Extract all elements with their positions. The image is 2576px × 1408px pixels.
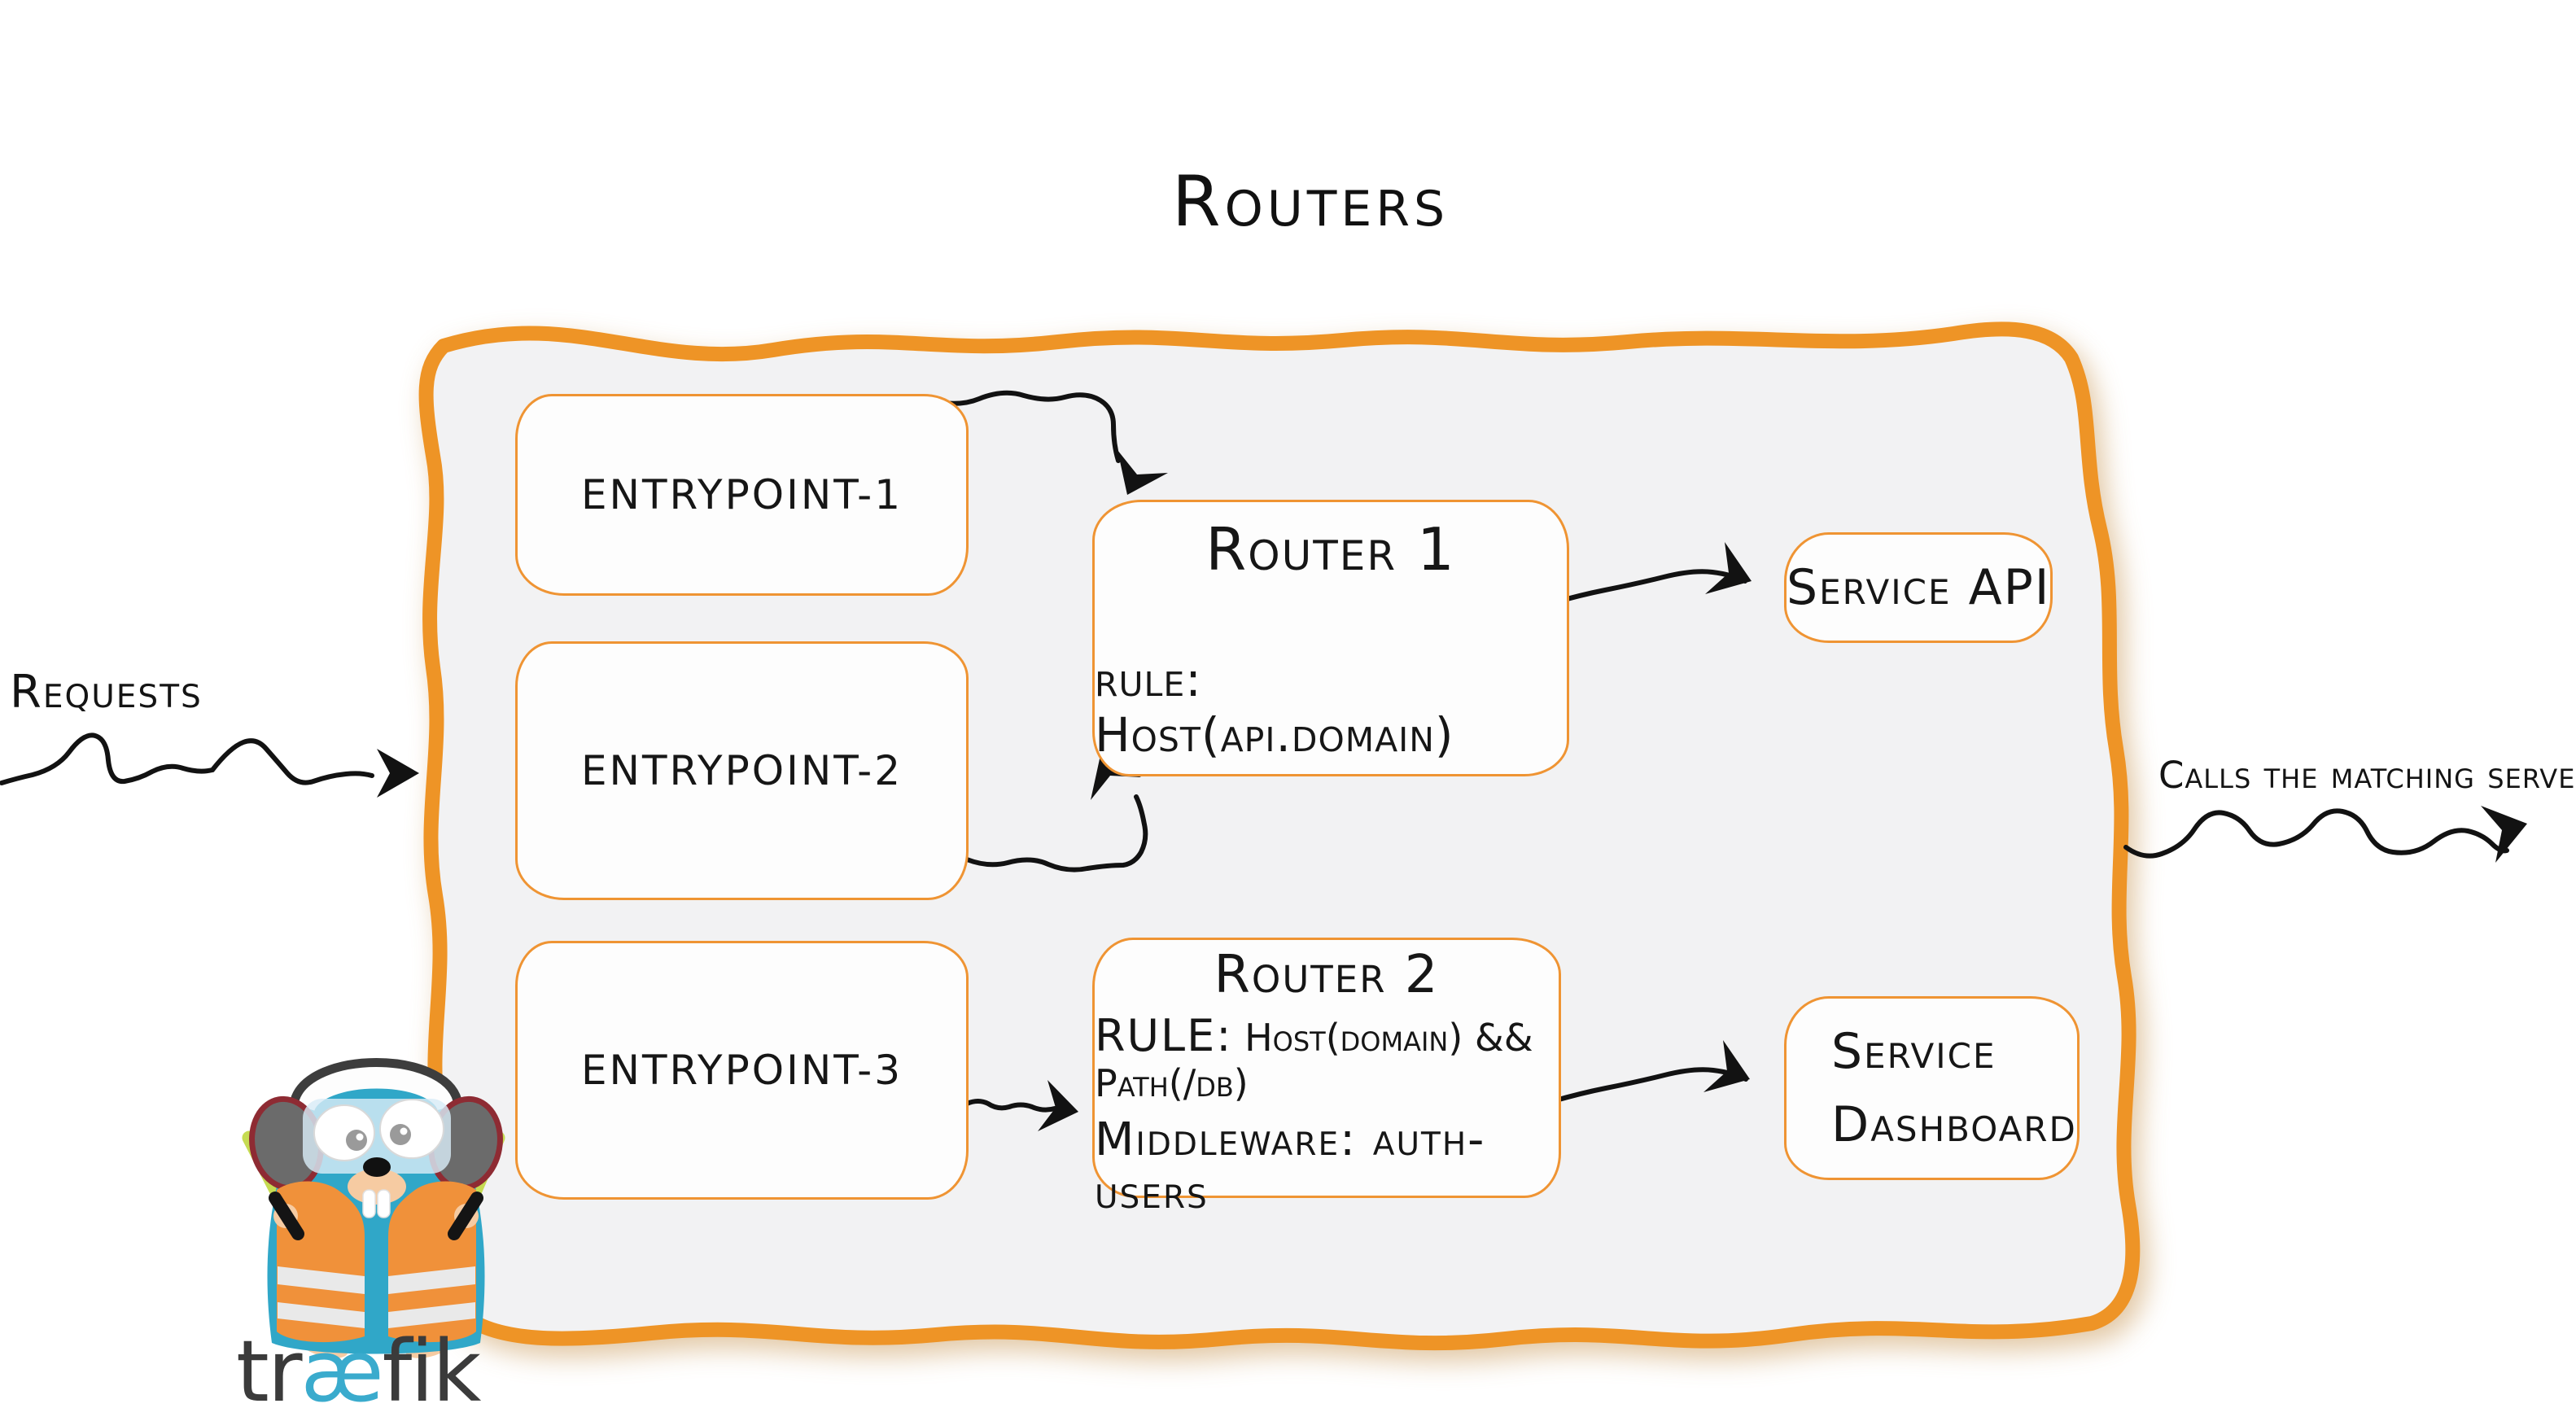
entrypoint-2-box: entrypoint-2 [515, 641, 969, 900]
traefik-wordmark: træfik [236, 1322, 482, 1408]
router-1-rule-value: Host(api.domain) [1095, 707, 1454, 763]
router-1-rule-label: rule: [1095, 652, 1202, 707]
left-pupil [346, 1130, 367, 1151]
entrypoint-1-label: entrypoint-1 [580, 471, 903, 518]
service-api-box: Service API [1784, 532, 2053, 643]
right-tooth [377, 1189, 391, 1218]
router-1-name: Router 1 [1205, 515, 1456, 584]
right-pupil-highlight [400, 1127, 408, 1135]
router-2-rule-value: Host(domain) && Path(/db) [1095, 1016, 1533, 1105]
calls-label: Calls the matching server [2158, 754, 2576, 797]
router-1-rule: rule: Host(api.domain) [1095, 652, 1567, 763]
muzzle [348, 1169, 406, 1205]
requests-arrow [0, 732, 419, 798]
router-2-middleware-label: Middleware: [1095, 1113, 1357, 1166]
headphone-band [290, 1058, 462, 1105]
router-2-name: Router 2 [1214, 945, 1440, 1005]
service-api-label: Service API [1787, 559, 2051, 616]
entrypoint-3-label: entrypoint-3 [580, 1047, 903, 1094]
arrow-entrypoint2-to-router1 [940, 755, 1148, 872]
vest-right-panel [388, 1181, 476, 1343]
requests-label: Requests [10, 666, 203, 719]
nose [363, 1157, 391, 1177]
vest-stripe [388, 1302, 475, 1328]
entrypoint-2-label: entrypoint-2 [580, 747, 903, 794]
vest-stripe [278, 1302, 365, 1328]
router-2-box: Router 2 RULE: Host(domain) && Path(/db)… [1092, 938, 1561, 1219]
right-stick-handle [448, 1192, 483, 1240]
router-1-box: Router 1 rule: Host(api.domain) [1092, 500, 1569, 776]
wordmark-fik: fik [382, 1322, 482, 1408]
wordmark-tr: tr [236, 1322, 303, 1408]
left-pupil-highlight [356, 1133, 364, 1141]
entrypoint-3-box: entrypoint-3 [515, 941, 969, 1200]
vest-stripe [278, 1266, 365, 1294]
left-tooth [362, 1189, 376, 1218]
service-dashboard-label-line1: Service [1831, 1023, 1997, 1080]
arrows [0, 390, 2527, 1131]
right-eye [379, 1099, 444, 1159]
service-dashboard-label-line2: Dashboard [1831, 1096, 2077, 1153]
router-2-rule: RULE: Host(domain) && Path(/db) [1095, 1010, 1559, 1105]
router-2-rule-label: RULE: [1095, 1010, 1233, 1061]
vest-left-panel [277, 1181, 365, 1343]
traefik-gopher-mascot [242, 1058, 505, 1358]
left-stick-handle [269, 1192, 304, 1240]
arrow-router1-to-service-api [1550, 542, 1752, 606]
wordmark-ae: æ [300, 1322, 384, 1408]
headphone-band-pad [291, 1064, 461, 1113]
router-2-middleware-value: auth-users [1095, 1113, 1486, 1219]
vest-stripe [388, 1266, 475, 1294]
arrow-router2-to-service-dashboard [1550, 1040, 1750, 1104]
service-dashboard-box: Service Dashboard [1784, 996, 2080, 1180]
entrypoint-1-box: entrypoint-1 [515, 394, 969, 596]
left-eye [313, 1104, 375, 1161]
diagram-title: Routers [1171, 161, 1450, 243]
right-pupil [390, 1124, 411, 1145]
router-2-middleware: Middleware: auth-users [1095, 1113, 1559, 1219]
calls-arrow [2123, 806, 2527, 863]
